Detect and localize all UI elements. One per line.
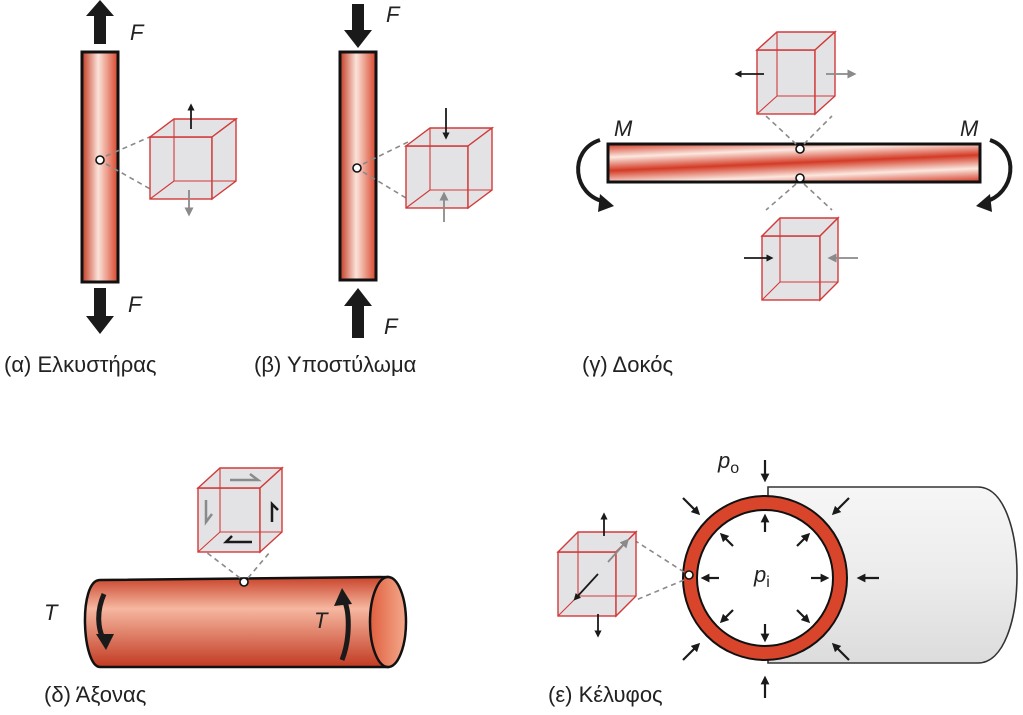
beam-bottom-point (795, 173, 805, 183)
shaft-right-torque-arrow (334, 588, 352, 661)
beam-top-point (795, 144, 805, 154)
caption-column: (β) Υποστύλωμα (254, 352, 417, 377)
tie-top-force-arrow (86, 0, 114, 44)
beam-bottom-leader (765, 183, 833, 211)
beam-right-moment-arrow (976, 138, 1013, 212)
shell-outer-pressure-label: po (717, 448, 739, 477)
shell-leader (633, 539, 685, 601)
beam-bottom-stress-element (744, 216, 858, 302)
column-stress-element (403, 108, 495, 222)
tie-force-label-top: F (130, 20, 145, 45)
panel-shell: po pi (556, 448, 1018, 698)
tie-point (95, 155, 105, 165)
shell-inner-pressure-label: pi (753, 562, 770, 591)
panel-beam: M M (576, 30, 1013, 302)
shell-stress-element (556, 512, 638, 638)
shaft-left-torque-arrow (96, 592, 114, 650)
beam-moment-label-left: M (614, 116, 633, 141)
shell-arrow-diagonal-out (573, 573, 599, 601)
shaft-leader (205, 551, 271, 579)
beam-top-stress-element (734, 30, 857, 116)
column-point (352, 163, 362, 173)
shaft-point (239, 577, 249, 587)
beam-left-moment-arrow (576, 138, 614, 212)
shaft-stress-element (196, 466, 284, 554)
column-top-force-arrow (344, 4, 372, 48)
column-force-label-top: F (386, 2, 401, 27)
shaft-shear-arrow-left (204, 500, 213, 526)
tie-rod (80, 50, 120, 284)
caption-shell: (ε) Κέλυφος (548, 682, 663, 707)
panel-tie: F F (80, 0, 239, 334)
shell-inner-pressure-arrows (700, 513, 830, 643)
panel-shaft: T T (44, 466, 408, 669)
shaft-end-cap (368, 575, 408, 669)
shell-point (684, 570, 694, 580)
tie-bottom-force-arrow (86, 288, 114, 334)
shaft-shear-arrow-bottom (222, 535, 252, 544)
beam-top-leader (765, 115, 833, 145)
beam-body (606, 142, 982, 184)
panel-column: F F (338, 2, 495, 339)
column-force-label-bottom: F (384, 314, 399, 339)
caption-tie: (α) Ελκυστήρας (4, 352, 157, 377)
caption-shaft: (δ) Άξονας (44, 682, 147, 707)
beam-moment-label-right: M (960, 116, 979, 141)
shaft-body (83, 575, 390, 669)
shell-outer-pressure-arrows (682, 460, 879, 698)
shell-arrow-diagonal-back (607, 538, 630, 563)
column-bottom-force-arrow (344, 288, 372, 338)
tie-force-label-bottom: F (128, 292, 143, 317)
shaft-torque-label-right: T (314, 608, 329, 633)
shaft-shear-arrow-right (270, 500, 279, 522)
shaft-torque-label-left: T (44, 600, 59, 625)
tie-stress-element (147, 103, 239, 217)
caption-beam: (γ) Δοκός (582, 352, 674, 377)
shaft-shear-arrow-top (230, 473, 262, 482)
